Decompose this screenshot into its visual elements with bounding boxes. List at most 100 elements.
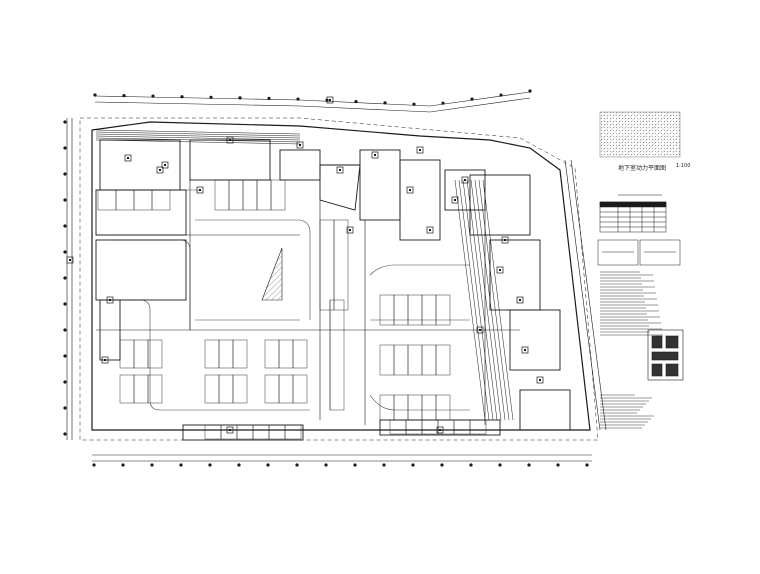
- grid-bubble: [295, 463, 299, 467]
- bottom-dimension-line: [92, 454, 592, 462]
- parking-stall: [421, 294, 437, 326]
- design-notes: [600, 271, 663, 429]
- equipment-dot: [454, 199, 456, 201]
- north-hatch-icon: [599, 111, 681, 158]
- equipment-icon: [161, 161, 169, 169]
- parking-stall: [119, 374, 135, 404]
- parking-stall: [204, 339, 220, 369]
- cable-tray-line: [95, 129, 301, 135]
- equipment-icon: [196, 186, 204, 194]
- cable-tray-line: [458, 179, 490, 421]
- grid-bubble: [324, 463, 328, 467]
- top-dimension-line: [94, 91, 531, 113]
- right-dimension-line: [564, 159, 607, 431]
- parking-stall: [284, 424, 302, 440]
- cable-tray-line: [95, 133, 301, 139]
- parking-stall: [435, 294, 451, 326]
- equipment-icon: [406, 186, 414, 194]
- grid-bubble: [63, 120, 67, 124]
- grid-bubble: [469, 463, 473, 467]
- parking-stall: [218, 374, 234, 404]
- grid-bubble: [441, 101, 445, 105]
- parking-stall: [393, 344, 409, 376]
- grid-bubble: [180, 95, 184, 99]
- equipment-dot: [464, 179, 466, 181]
- parking-stall: [421, 394, 437, 421]
- grid-bubble: [412, 102, 416, 106]
- grid-bubble: [63, 224, 67, 228]
- grid-bubble: [179, 463, 183, 467]
- grid-bubble: [63, 276, 67, 280]
- equipment-dot: [159, 169, 161, 171]
- grid-bubble: [63, 380, 67, 384]
- legend-table: [599, 194, 667, 233]
- parking-stall: [389, 419, 407, 435]
- equipment-dot: [439, 429, 441, 431]
- cable-trays: [95, 129, 514, 421]
- parking-stall: [393, 294, 409, 326]
- grid-bubble: [382, 463, 386, 467]
- parking-stall: [421, 344, 437, 376]
- grid-bubble: [63, 302, 67, 306]
- equipment-icon: [426, 226, 434, 234]
- equipment-icon: [101, 356, 109, 364]
- parking-stall: [204, 374, 220, 404]
- parking-stall: [333, 219, 349, 311]
- grid-bubble: [383, 101, 387, 105]
- grid-bubble: [498, 463, 502, 467]
- parking-stall: [147, 374, 163, 404]
- equipment-dot: [499, 269, 501, 271]
- parking-stall: [264, 339, 280, 369]
- grid-bubble: [296, 97, 300, 101]
- parking-stall: [232, 339, 248, 369]
- equipment-dot: [419, 149, 421, 151]
- equipment-dot: [127, 157, 129, 159]
- parking-stall: [405, 419, 423, 435]
- equipment-dot: [519, 299, 521, 301]
- grid-bubble: [63, 328, 67, 332]
- equipment-dot: [69, 259, 71, 261]
- parking-stall: [292, 339, 308, 369]
- cable-tray-line: [95, 135, 301, 141]
- equipment-symbols: [66, 96, 544, 434]
- parking-stall: [256, 179, 272, 211]
- grid-bubble: [527, 463, 531, 467]
- parking-stall: [264, 374, 280, 404]
- parking-stall: [329, 299, 345, 411]
- parking-stalls: [97, 179, 487, 440]
- grid-bubble: [121, 463, 125, 467]
- equipment-icon: [156, 166, 164, 174]
- grid-bubble: [63, 354, 67, 358]
- riser-diagram: [597, 239, 681, 266]
- parking-stall: [292, 374, 308, 404]
- cable-tray-line: [478, 179, 510, 421]
- parking-stall: [278, 339, 294, 369]
- grid-bubble: [63, 406, 67, 410]
- grid-bubble: [238, 96, 242, 100]
- equipment-icon: [501, 236, 509, 244]
- drawing-scale: 1:100: [676, 163, 691, 169]
- equipment-dot: [229, 139, 231, 141]
- equipment-dot: [539, 379, 541, 381]
- parking-stall: [393, 394, 409, 421]
- equipment-dot: [429, 229, 431, 231]
- grid-bubble: [63, 198, 67, 202]
- cable-tray-line: [466, 179, 498, 421]
- cable-tray-line: [462, 179, 494, 421]
- equipment-icon: [296, 141, 304, 149]
- equipment-icon: [226, 426, 234, 434]
- parking-stall: [218, 339, 234, 369]
- equipment-icon: [336, 166, 344, 174]
- parking-stall: [97, 189, 117, 211]
- equipment-icon: [326, 96, 334, 104]
- ramp: [261, 247, 283, 301]
- building-outline: [79, 117, 599, 441]
- core-walls: [95, 139, 571, 441]
- grid-bubble: [411, 463, 415, 467]
- parking-stall: [407, 294, 423, 326]
- parking-stall: [379, 394, 395, 421]
- parking-stall: [268, 424, 286, 440]
- parking-stall: [379, 344, 395, 376]
